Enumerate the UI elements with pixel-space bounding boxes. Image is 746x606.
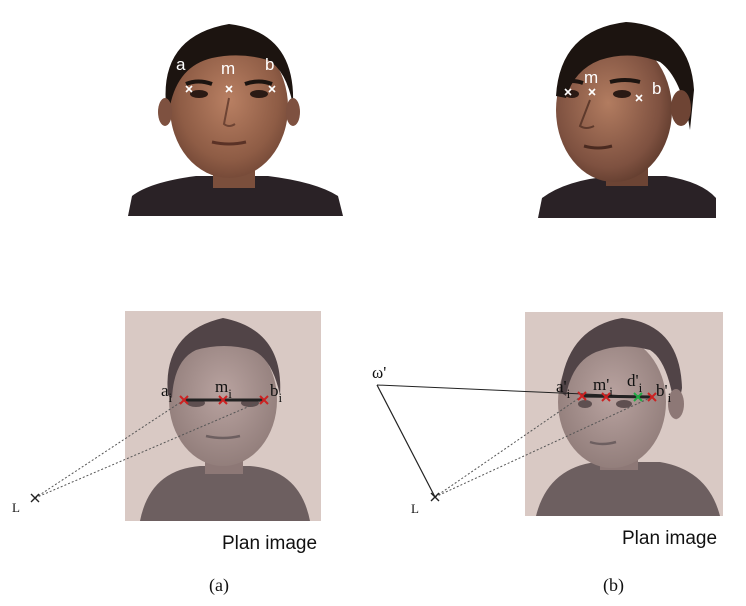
label-origin: L xyxy=(411,501,419,516)
label-bi: bi xyxy=(270,381,283,405)
plane-image-b xyxy=(525,312,723,516)
label-vanish: ω' xyxy=(372,363,386,382)
plane-image-a xyxy=(125,311,321,521)
point-markers xyxy=(179,395,269,405)
label-di: d'i xyxy=(627,371,643,395)
label-origin: L xyxy=(12,500,20,515)
plane-caption: Plan image xyxy=(622,528,717,549)
label-m: m xyxy=(221,59,235,78)
face-photo-rotated xyxy=(538,22,716,218)
point-markers xyxy=(577,391,657,402)
subfigure-caption: (b) xyxy=(603,575,624,596)
face-a-markers xyxy=(185,85,276,93)
label-ai: a'i xyxy=(556,377,571,401)
projection-a xyxy=(30,395,269,503)
subfigure-caption: (a) xyxy=(209,575,229,596)
label-bi: b'i xyxy=(656,381,672,405)
plane-caption: Plan image xyxy=(222,533,317,554)
origin-marker xyxy=(30,493,40,503)
face-photo-frontal xyxy=(128,24,343,216)
eye-segment xyxy=(581,394,653,399)
label-b: b xyxy=(265,55,274,74)
label-m: m xyxy=(584,68,598,87)
label-mi: mi xyxy=(215,377,232,401)
marker-m xyxy=(588,88,596,96)
marker-b xyxy=(268,85,276,93)
marker-a xyxy=(185,85,193,93)
origin-to-vanish xyxy=(376,384,436,498)
ray-a xyxy=(434,395,583,498)
marker-b xyxy=(635,94,643,102)
label-ai: ai xyxy=(161,381,173,405)
label-a: a xyxy=(176,55,186,74)
label-mi: m'i xyxy=(593,375,613,399)
origin-marker xyxy=(430,492,440,502)
ray-b xyxy=(34,399,265,499)
marker-a xyxy=(564,88,572,96)
label-a: a xyxy=(543,74,553,93)
ray-a xyxy=(34,399,185,499)
projection-b xyxy=(376,384,657,502)
marker-m xyxy=(225,85,233,93)
face-b-markers xyxy=(564,88,643,102)
label-b: b xyxy=(652,79,661,98)
